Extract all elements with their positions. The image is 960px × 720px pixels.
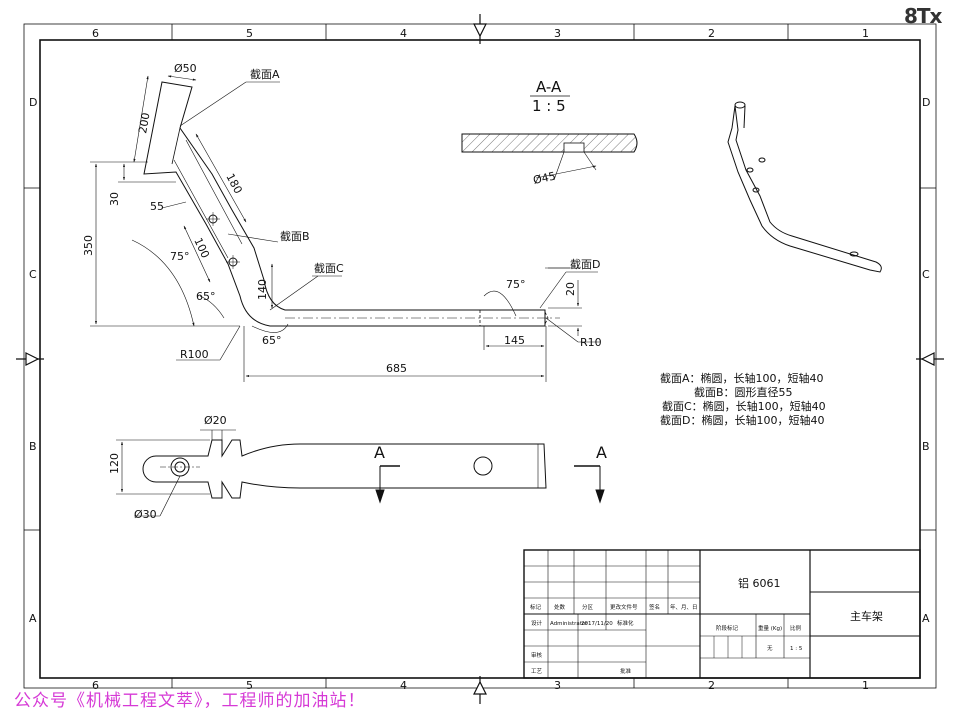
tb-date: 2017/11/20 xyxy=(581,621,613,627)
zone-col-top-4: 4 xyxy=(400,27,407,40)
tb-part-name: 主车架 xyxy=(850,609,883,623)
top-hole-2 xyxy=(473,456,493,476)
brand-logo: 8Tx xyxy=(904,4,942,28)
top-view-texts: Ø20 120 Ø30 A A xyxy=(108,414,607,521)
note-line-4: 截面D：椭圆，长轴100，短轴40 xyxy=(660,413,824,427)
zone-ticks xyxy=(24,24,936,688)
dim-20: 20 xyxy=(564,282,577,296)
zone-row-right-c: C xyxy=(922,268,930,281)
tb-hdr-docno: 更改文件号 xyxy=(610,603,638,611)
zone-row-left-a: A xyxy=(29,612,37,625)
tb-process-label: 工艺 xyxy=(531,668,543,675)
cut-label-right: A xyxy=(596,443,607,462)
dim-30: 30 xyxy=(108,192,121,206)
callout-section-c: 截面C xyxy=(314,261,344,275)
top-view-body xyxy=(142,439,547,499)
top-dim-120: 120 xyxy=(108,453,121,474)
callout-section-b: 截面B xyxy=(280,229,310,243)
tb-hdr-date: 年、月、日 xyxy=(670,603,698,611)
side-view-dims xyxy=(90,75,600,382)
title-block-texts: 铝 6061 主车架 标记 处数 分区 更改文件号 签名 年、月、日 设计 Ad… xyxy=(530,576,883,675)
note-line-2: 截面B：圆形直径55 xyxy=(694,385,793,399)
tb-hdr-sign: 签名 xyxy=(649,603,660,611)
watermark-text: 公众号《机械工程文萃》，工程师的加油站！ xyxy=(14,691,366,711)
section-title: A-A xyxy=(536,78,562,96)
tb-designer: Administrator xyxy=(550,621,588,627)
dim-75b: 75° xyxy=(506,278,526,291)
top-dim-d20: Ø20 xyxy=(204,414,227,427)
tb-hdr-zone: 分区 xyxy=(582,603,594,611)
cut-label-left: A xyxy=(374,443,385,462)
dim-140: 140 xyxy=(256,279,269,300)
note-line-3: 截面C：椭圆，长轴100，短轴40 xyxy=(662,399,826,413)
centering-marks xyxy=(16,14,944,704)
outer-border xyxy=(23,23,937,689)
zone-col-bottom-6: 6 xyxy=(92,679,99,692)
tb-scale-value: 1 : 5 xyxy=(790,646,803,652)
tb-scale-label: 比例 xyxy=(790,624,802,632)
tb-material: 铝 6061 xyxy=(738,576,781,590)
zone-labels: 6 5 4 3 2 1 6 5 4 3 2 1 D C B A D C B A xyxy=(29,27,930,692)
top-view xyxy=(116,429,605,517)
dim-65b: 65° xyxy=(262,334,282,347)
dim-75: 75° xyxy=(170,250,190,263)
dim-r100: R100 xyxy=(180,348,209,361)
side-top-tube xyxy=(143,81,546,327)
dim-65: 65° xyxy=(196,290,216,303)
zone-col-top-6: 6 xyxy=(92,27,99,40)
dim-r10: R10 xyxy=(580,336,602,349)
zone-row-right-b: B xyxy=(922,440,930,453)
tb-mass-label: 重量 (Kg) xyxy=(758,624,782,632)
dim-d50: Ø50 xyxy=(174,62,197,75)
notes: 截面A：椭圆，长轴100，短轴40 截面B：圆形直径55 截面C：椭圆，长轴10… xyxy=(660,371,826,427)
tb-std-label: 标准化 xyxy=(617,619,634,627)
side-view-texts: Ø50 200 180 55 30 350 100 75° 65° R100 1… xyxy=(82,62,602,375)
dim-200: 200 xyxy=(136,112,152,135)
tb-hdr-count: 处数 xyxy=(554,603,566,611)
title-block xyxy=(523,549,921,679)
section-body xyxy=(461,133,638,153)
zone-row-left-b: B xyxy=(29,440,37,453)
section-dia: Ø45 xyxy=(532,170,557,187)
callout-section-d: 截面D xyxy=(570,257,600,271)
dim-55: 55 xyxy=(150,200,164,213)
top-dim-d30: Ø30 xyxy=(134,508,157,521)
zone-col-bottom-2: 2 xyxy=(708,679,715,692)
zone-row-left-d: D xyxy=(29,96,37,109)
dim-350: 350 xyxy=(82,235,95,256)
dim-145: 145 xyxy=(504,334,525,347)
callout-section-a: 截面A xyxy=(250,67,280,81)
zone-row-left-c: C xyxy=(29,268,37,281)
tb-hdr-mark: 标记 xyxy=(530,603,542,611)
zone-col-bottom-4: 4 xyxy=(400,679,407,692)
note-line-1: 截面A：椭圆，长轴100，短轴40 xyxy=(660,371,824,385)
zone-row-right-a: A xyxy=(922,612,930,625)
zone-col-bottom-5: 5 xyxy=(246,679,253,692)
zone-col-top-3: 3 xyxy=(554,27,561,40)
tb-stage-label: 阶段标记 xyxy=(716,624,739,632)
tb-design-label: 设计 xyxy=(531,619,543,627)
iso-view xyxy=(727,101,882,273)
tb-review-label: 审核 xyxy=(531,651,543,659)
zone-col-top-5: 5 xyxy=(246,27,253,40)
zone-col-bottom-1: 1 xyxy=(862,679,869,692)
zone-col-top-1: 1 xyxy=(862,27,869,40)
tb-mass-value: 无 xyxy=(767,645,773,652)
dim-685: 685 xyxy=(386,362,407,375)
zone-col-bottom-3: 3 xyxy=(554,679,561,692)
section-view: A-A 1 : 5 Ø45 xyxy=(461,78,638,187)
section-scale: 1 : 5 xyxy=(532,97,566,115)
zone-col-top-2: 2 xyxy=(708,27,715,40)
zone-row-right-d: D xyxy=(922,96,930,109)
tb-approve-label: 批准 xyxy=(620,667,632,675)
dim-180: 180 xyxy=(223,171,244,196)
